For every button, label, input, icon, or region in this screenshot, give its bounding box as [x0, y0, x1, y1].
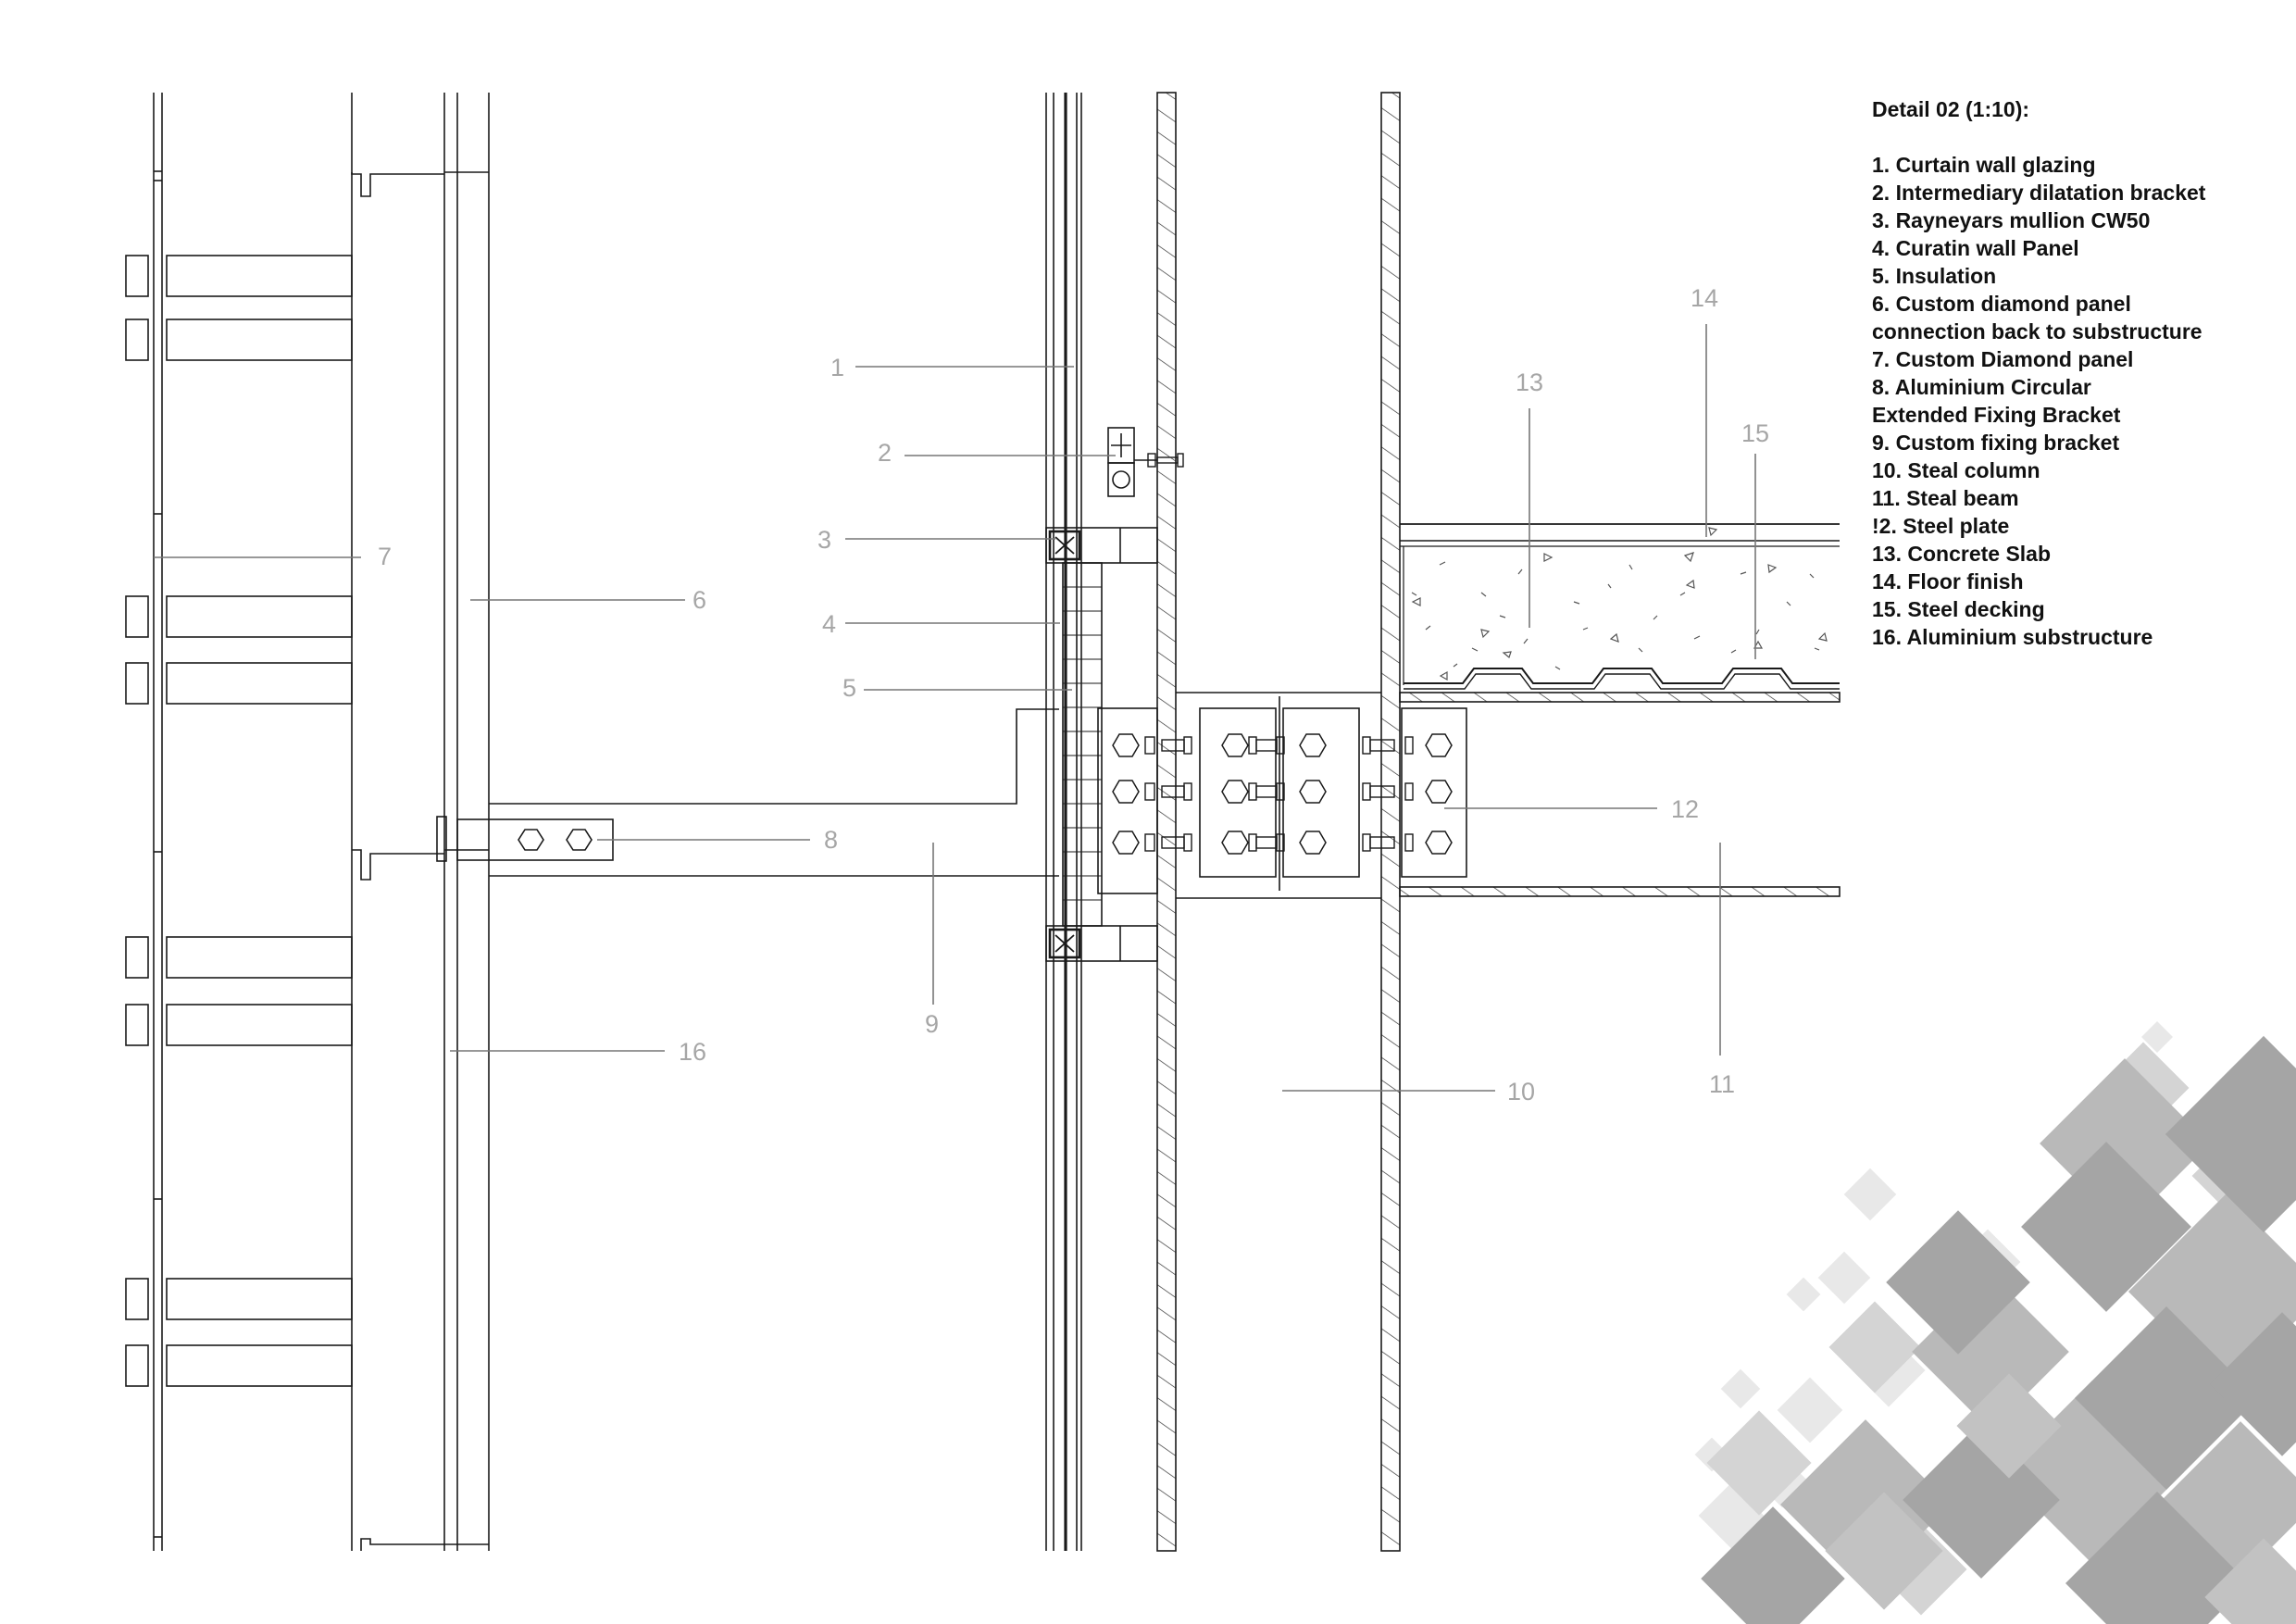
callout-9: 9: [925, 1010, 939, 1038]
decorative-diamond-pattern: [1694, 1021, 2296, 1624]
legend-item: 11. Steal beam: [1872, 486, 2019, 510]
fixing-brackets: [436, 708, 1059, 877]
legend-item: 9. Custom fixing bracket: [1872, 431, 2120, 455]
callout-2: 2: [878, 439, 892, 467]
callout-10: 10: [1507, 1078, 1535, 1106]
callout-6: 6: [693, 586, 706, 614]
legend: Detail 02 (1:10): 1. Curtain wall glazin…: [1872, 95, 2279, 651]
callout-11: 11: [1709, 1070, 1735, 1098]
callout-7: 7: [378, 543, 392, 570]
callout-15: 15: [1741, 419, 1769, 447]
callout-1: 1: [830, 354, 844, 381]
callout-8: 8: [824, 826, 838, 854]
leader-lines: [154, 324, 1756, 1092]
steel-column: [1156, 92, 1401, 1552]
curtain-wall: [1045, 93, 1184, 1551]
legend-item: 10. Steal column: [1872, 458, 2040, 482]
concrete-slab: [1400, 523, 1840, 690]
legend-item: 16. Aluminium substructure: [1872, 625, 2153, 649]
legend-item: Extended Fixing Bracket: [1872, 403, 2121, 427]
callout-12: 12: [1671, 795, 1699, 823]
diamond-panel-assembly: [125, 93, 490, 1551]
legend-item: 5. Insulation: [1872, 264, 1997, 288]
steel-beam: [1399, 692, 1841, 897]
legend-item: 13. Concrete Slab: [1872, 542, 2052, 566]
callout-16: 16: [679, 1038, 706, 1066]
callout-3: 3: [817, 526, 831, 554]
legend-item: 2. Intermediary dilatation bracket: [1872, 181, 2206, 205]
callout-14: 14: [1691, 284, 1718, 312]
steel-plates-and-bolts: [1097, 696, 1467, 894]
legend-item: 4. Curatin wall Panel: [1872, 236, 2079, 260]
callout-13: 13: [1516, 369, 1543, 396]
legend-title: Detail 02 (1:10):: [1872, 97, 2030, 121]
legend-item: 14. Floor finish: [1872, 569, 2024, 593]
legend-item: 8. Aluminium Circular: [1872, 375, 2091, 399]
legend-item: 6. Custom diamond panel: [1872, 292, 2131, 316]
legend-item: connection back to substructure: [1872, 319, 2202, 344]
callout-4: 4: [822, 610, 836, 638]
legend-item: 15. Steel decking: [1872, 597, 2045, 621]
legend-item: 7. Custom Diamond panel: [1872, 347, 2134, 371]
callout-numbers: 1 2 3 4 5 6 7 8 9 16 10 11 12 13 14 15: [378, 284, 1769, 1106]
legend-item: !2. Steel plate: [1872, 514, 2010, 538]
legend-item: 3. Rayneyars mullion CW50: [1872, 208, 2151, 232]
callout-5: 5: [842, 674, 856, 702]
legend-item: 1. Curtain wall glazing: [1872, 153, 2096, 177]
